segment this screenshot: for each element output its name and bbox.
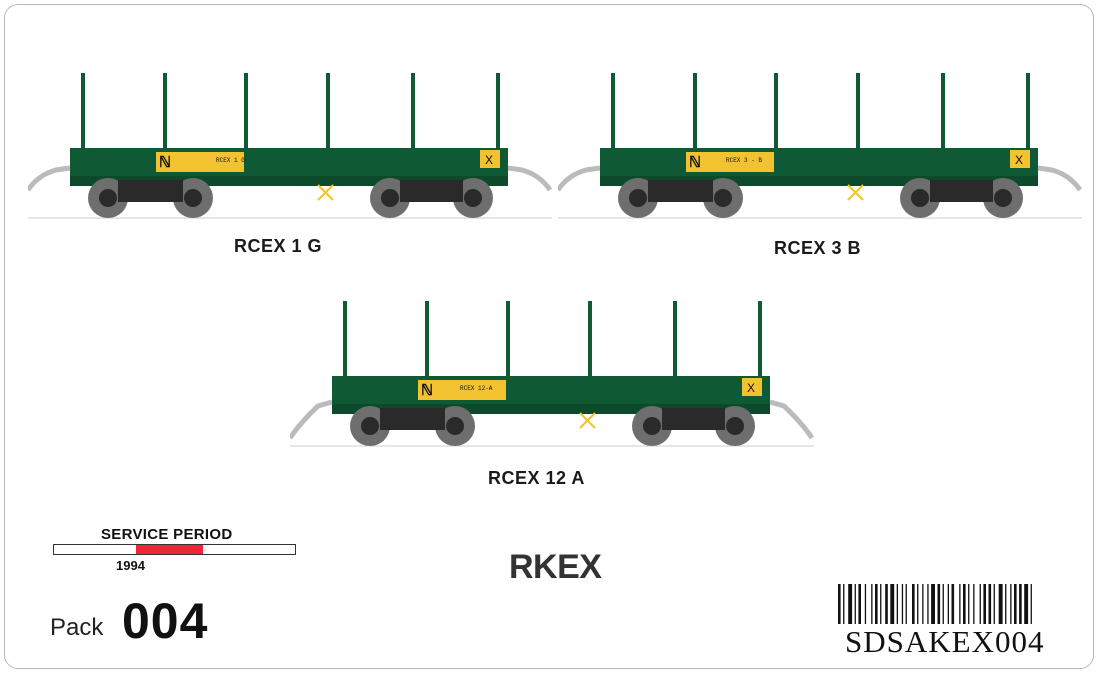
barcode-bar: [963, 584, 966, 624]
barcode-bar: [890, 584, 895, 624]
barcode-bar: [864, 584, 867, 624]
barcode-bar: [931, 584, 935, 624]
stanchions: [611, 73, 1030, 150]
service-period-title: SERVICE PERIOD: [101, 526, 233, 543]
barcode-bar: [1010, 584, 1012, 624]
wagon-label-1: RCEX 1 G: [234, 236, 323, 256]
barcode-bar: [917, 584, 919, 624]
wagon-svg: ℕ RCEX 3 - B X: [558, 73, 1082, 219]
barcode-bar: [951, 584, 955, 624]
barcode-bar: [896, 584, 898, 624]
svg-text:ℕ: ℕ: [159, 154, 171, 171]
barcode-bar: [1014, 584, 1017, 624]
barcode-bar: [885, 584, 888, 624]
barcode-bar: [843, 584, 845, 624]
wagon-label-2: RCEX 3 B: [774, 238, 862, 258]
wagon-panel-code: RCEX 1 G: [216, 157, 245, 164]
barcode-bar: [880, 584, 882, 624]
wagon-illustration-2: ℕ RCEX 3 - B X RCEX 3 B: [558, 70, 1082, 258]
barcode-bar: [912, 584, 915, 624]
stanchions: [81, 73, 500, 150]
barcode-bar: [937, 584, 941, 624]
bogie-right: [370, 178, 493, 218]
barcode-bar: [854, 584, 856, 624]
svg-text:X: X: [485, 153, 493, 167]
company-logo-panel: [418, 380, 506, 400]
barcode-bar: [901, 584, 904, 624]
bogie-left: [618, 178, 743, 218]
barcode-bar: [988, 584, 992, 624]
class-code: RKEX: [509, 548, 602, 586]
wagon-panel-code: RCEX 3 - B: [726, 157, 762, 164]
barcode-bar: [875, 584, 878, 624]
wagon-panel-code: RCEX 12-A: [460, 385, 493, 392]
barcode-bar: [905, 584, 907, 624]
service-period-year: 1994: [116, 558, 145, 573]
svg-text:X: X: [747, 381, 755, 395]
barcode-bar: [998, 584, 1003, 624]
barcode-bar: [922, 584, 924, 624]
barcode-icon: [838, 584, 1032, 624]
wagon-body: [332, 376, 770, 406]
barcode-bar: [942, 584, 944, 624]
bogie-right: [632, 406, 755, 446]
barcode-bar: [1005, 584, 1007, 624]
barcode-text: SDSAKEX004: [845, 624, 1045, 659]
bogie-left: [350, 406, 475, 446]
barcode-bar: [927, 584, 929, 624]
barcode-bar: [1019, 584, 1022, 624]
svg-text:X: X: [1015, 153, 1023, 167]
barcode-bar: [959, 584, 961, 624]
svg-text:ℕ: ℕ: [421, 382, 433, 399]
barcode-bar: [968, 584, 970, 624]
stanchions: [343, 301, 762, 378]
barcode-bar: [983, 584, 986, 624]
svg-text:ℕ: ℕ: [689, 154, 701, 171]
barcode-bar: [1030, 584, 1032, 624]
service-period-bar: [53, 544, 296, 555]
bogie-right: [900, 178, 1023, 218]
barcode-bar: [858, 584, 861, 624]
wagon-svg: ℕ RCEX 1 G X: [28, 73, 552, 219]
pack-number: 004: [122, 593, 209, 649]
wagon-svg: ℕ RCEX 12-A X: [290, 301, 814, 447]
pack-label: Pack: [50, 614, 104, 641]
service-period-fill: [135, 545, 204, 554]
wagon-illustration-3: ℕ RCEX 12-A X RCEX 12 A: [290, 298, 814, 488]
barcode-bar: [993, 584, 995, 624]
barcode-bar: [947, 584, 949, 624]
wagon-body: [70, 148, 508, 178]
barcode-bar: [979, 584, 981, 624]
company-logo-panel: [686, 152, 774, 172]
barcode-bar: [838, 584, 841, 624]
product-card: [4, 4, 1094, 669]
barcode-bar: [848, 584, 853, 624]
company-logo-panel: [156, 152, 244, 172]
wagon-illustration-1: ℕ RCEX 1 G X RCEX 1 G: [28, 70, 552, 256]
wagon-body: [600, 148, 1038, 178]
bogie-left: [88, 178, 213, 218]
barcode-bar: [871, 584, 873, 624]
barcode-bar: [973, 584, 975, 624]
barcode-bar: [1024, 584, 1029, 624]
wagon-label-3: RCEX 12 A: [488, 468, 585, 488]
